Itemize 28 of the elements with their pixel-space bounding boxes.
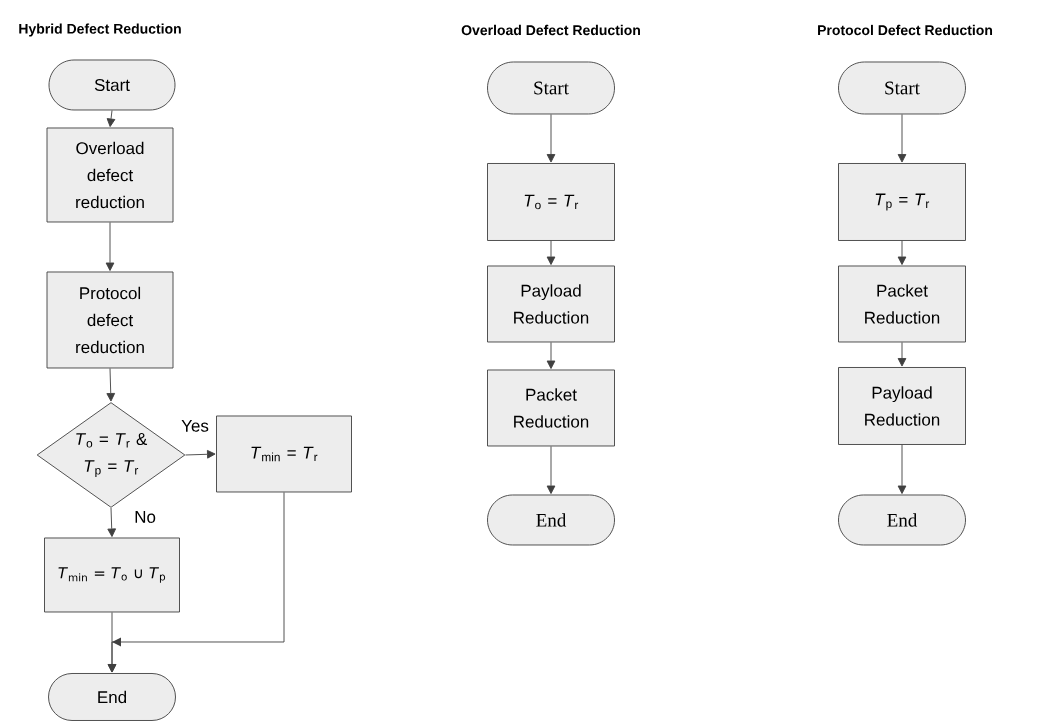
arrow bbox=[105, 222, 115, 271]
process-box: T$_{p}$ = T$_{r}$ bbox=[838, 163, 966, 241]
process-box: Overload defect reduction bbox=[46, 127, 174, 223]
arrow bbox=[897, 444, 907, 494]
process-box: Payload Reduction bbox=[487, 265, 615, 343]
arrow bbox=[546, 114, 556, 163]
chart-title: Hybrid Defect Reduction bbox=[19, 23, 181, 37]
edge-label: No bbox=[135, 511, 156, 523]
chart-title: Protocol Defect Reduction bbox=[818, 24, 992, 36]
arrow bbox=[897, 114, 907, 163]
process-box: Packet Reduction bbox=[487, 369, 615, 447]
process-box: Packet Reduction bbox=[838, 265, 966, 343]
arrow bbox=[107, 507, 117, 537]
process-box: T$_{min}$ = T$_{r}$ bbox=[216, 415, 352, 493]
arrow bbox=[897, 240, 907, 265]
arrow bbox=[107, 612, 117, 673]
arrow bbox=[185, 449, 216, 459]
arrow bbox=[106, 110, 116, 127]
arrow bbox=[897, 342, 907, 367]
process-box: Protocol defect reduction bbox=[46, 271, 174, 369]
process-box: T$_{o}$ = T$_{r}$ bbox=[487, 163, 615, 241]
chart-title: Overload Defect Reduction bbox=[461, 24, 640, 36]
process-box: T$_{min}$ = T$_{o}$ ∪ T$_{p}$ bbox=[44, 537, 180, 613]
process-box: Payload Reduction bbox=[838, 367, 966, 445]
arrow bbox=[546, 240, 556, 265]
arrow bbox=[546, 446, 556, 494]
arrow bbox=[106, 368, 116, 402]
arrow bbox=[546, 342, 556, 369]
